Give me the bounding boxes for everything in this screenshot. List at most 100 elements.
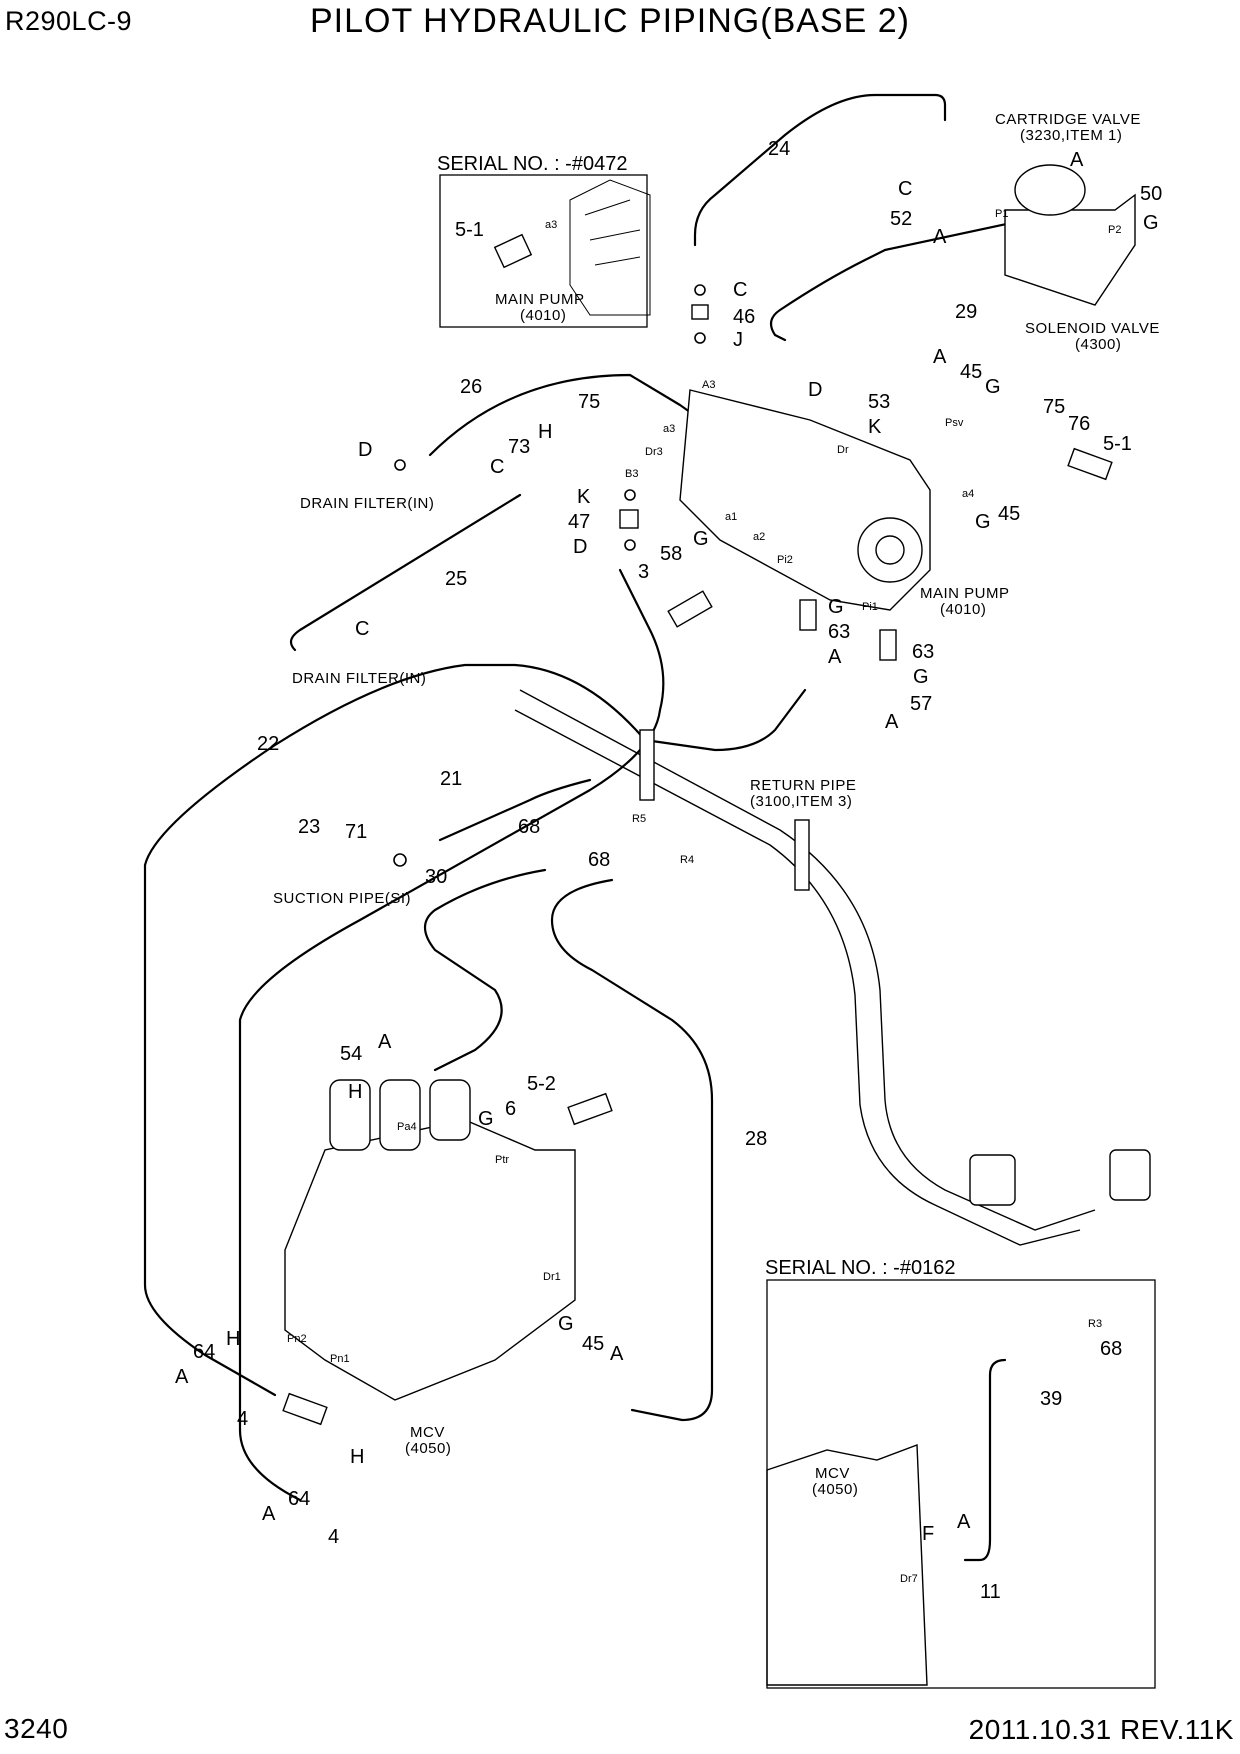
callout-k2: K: [577, 486, 591, 508]
callout-k1: K: [868, 416, 882, 438]
port-a3-upper: A3: [702, 379, 715, 391]
main-pump-shaft: [875, 535, 905, 565]
port-a2: a2: [753, 531, 765, 543]
fitting-47: [619, 509, 639, 529]
hose-23: [143, 663, 807, 1397]
oring-d1: [394, 459, 406, 471]
fittings: [282, 284, 1113, 1426]
oring-d2: [624, 539, 636, 551]
label-main-pump: MAIN PUMP: [920, 585, 1010, 602]
callout-d1: D: [808, 379, 822, 401]
callout-29: 29: [955, 301, 977, 323]
callout-75a: 75: [578, 391, 600, 413]
sensor-5-2: [567, 1092, 613, 1126]
callout-22: 22: [257, 733, 279, 755]
page-title: PILOT HYDRAULIC PIPING(BASE 2): [310, 2, 910, 40]
port-p2: P2: [1108, 224, 1121, 236]
hoses: [143, 93, 1027, 1502]
inset-mcv-label: MCV: [815, 1465, 850, 1482]
inset-port-label: a3: [545, 219, 557, 231]
callout-a8: A: [175, 1366, 189, 1388]
model-label: R290LC-9: [5, 6, 133, 36]
mcv-body: [284, 1119, 576, 1401]
inset-hose-39: [963, 1358, 1007, 1562]
callout-76: 76: [1068, 413, 1090, 435]
callout-c3: C: [490, 456, 504, 478]
label-cartridge-valve-code: (3230,ITEM 1): [1020, 127, 1122, 144]
solenoid-valve: [1004, 164, 1136, 306]
oring-j: [694, 332, 706, 344]
callout-52: 52: [890, 208, 912, 230]
port-a3: a3: [663, 423, 675, 435]
port-dr: Dr: [837, 444, 849, 456]
callout-d2: D: [358, 439, 372, 461]
callout-g3: G: [975, 511, 991, 533]
port-p1: P1: [995, 208, 1008, 220]
sensor-5-1: [1067, 447, 1113, 481]
callout-3: 3: [638, 561, 649, 583]
callout-h3: H: [226, 1328, 240, 1350]
inset-serial-text: SERIAL NO. : -#0472: [437, 153, 627, 175]
label-drain-filter-2: DRAIN FILTER(IN): [292, 670, 426, 687]
callout-28: 28: [745, 1128, 767, 1150]
inset-part-number: 5-1: [455, 219, 484, 241]
callout-4a: 4: [237, 1408, 248, 1430]
callout-j: J: [733, 329, 743, 351]
hose-29: [769, 218, 1027, 342]
callout-71: 71: [345, 821, 367, 843]
hose-25: [289, 493, 522, 652]
label-solenoid-valve: SOLENOID VALVE: [1025, 320, 1160, 337]
inset-main-pump-code: (4010): [520, 307, 566, 324]
callout-63b: 63: [912, 641, 934, 663]
sensor-4: [282, 1392, 328, 1426]
port-pi1: Pi1: [862, 601, 878, 613]
oring-c: [694, 284, 706, 296]
fitting-63b: [879, 629, 897, 661]
port-pn2: Pn2: [287, 1333, 307, 1345]
callout-26: 26: [460, 376, 482, 398]
inset-frame: [439, 174, 648, 328]
port-pi2: Pi2: [777, 554, 793, 566]
port-r4: R4: [680, 854, 694, 866]
return-pipe-bracket-1: [639, 729, 655, 801]
callout-g4: G: [693, 528, 709, 550]
callout-a7: A: [610, 1343, 624, 1365]
callout-47: 47: [568, 511, 590, 533]
callout-6: 6: [505, 1098, 516, 1120]
label-cartridge-valve: CARTRIDGE VALVE: [995, 111, 1141, 128]
label-drain-filter-1: DRAIN FILTER(IN): [300, 495, 434, 512]
callout-d3: D: [573, 536, 587, 558]
callout-h4: H: [350, 1446, 364, 1468]
hose-30: [423, 868, 547, 1072]
callout-45c: 45: [582, 1333, 604, 1355]
callout-5-1: 5-1: [1103, 433, 1132, 455]
callout-a10: A: [957, 1511, 971, 1533]
inset-sensor-icon: [493, 233, 533, 269]
callout-g8: G: [558, 1313, 574, 1335]
callout-g7: G: [478, 1108, 494, 1130]
inset-mcv-code: (4050): [812, 1481, 858, 1498]
callout-73: 73: [508, 436, 530, 458]
label-main-pump-code: (4010): [940, 601, 986, 618]
return-pipe-flange-1: [969, 1154, 1016, 1206]
port-pa4: Pa4: [397, 1121, 417, 1133]
callout-a9: A: [262, 1503, 276, 1525]
return-pipe-outline-1: [519, 689, 1096, 1231]
callout-63a: 63: [828, 621, 850, 643]
callouts: 24 C 52 A 50 G P1 P2 A 29 C 46 J A 45 G …: [175, 138, 1162, 1603]
port-psv: Psv: [945, 417, 964, 429]
callout-68c: 68: [1100, 1338, 1122, 1360]
port-a4: a4: [962, 488, 974, 500]
oring-k: [624, 489, 636, 501]
callout-75b: 75: [1043, 396, 1065, 418]
callout-57: 57: [910, 693, 932, 715]
hose-21: [438, 778, 592, 842]
port-dr1: Dr1: [543, 1271, 561, 1283]
callout-c2: C: [733, 279, 747, 301]
callout-53: 53: [868, 391, 890, 413]
hose-28: [550, 878, 714, 1422]
callout-h1: H: [538, 421, 552, 443]
inset-serial-0472: SERIAL NO. : -#0472 5-1 a3 MAIN PUMP (40…: [437, 153, 651, 328]
fitting-63a: [799, 599, 817, 631]
